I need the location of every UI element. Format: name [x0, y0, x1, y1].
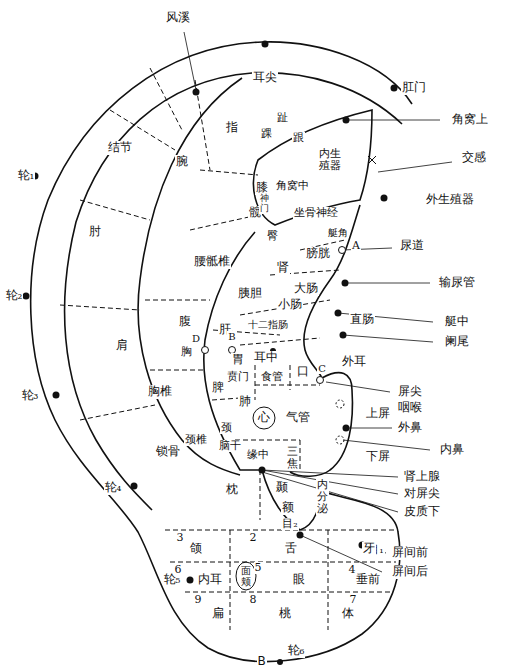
region-label: 腹: [178, 315, 192, 328]
region-label: 牙: [362, 542, 376, 555]
region-label: 7: [349, 594, 358, 606]
region-label: A: [351, 240, 361, 252]
region-label: 屏间前: [391, 546, 429, 559]
region-label: 肘: [88, 225, 102, 238]
region-label: 交感: [461, 151, 487, 164]
region-label: 食管: [260, 371, 284, 383]
region-label: 屏尖: [397, 385, 423, 398]
region-label: 下屏: [365, 450, 391, 463]
region-label: 外生殖器: [425, 193, 475, 206]
region-label: 趾: [276, 112, 289, 124]
region-label: 额: [281, 501, 295, 514]
region-label: 尿道: [399, 239, 425, 252]
region-label: 5: [254, 562, 263, 574]
region-label: 内耳: [197, 573, 223, 586]
region-label: 心: [257, 411, 271, 424]
region-label: D: [191, 333, 201, 344]
region-label: 6: [174, 564, 183, 576]
region-label: 眼: [292, 573, 306, 586]
region-label: 轮₄: [104, 481, 123, 494]
region-label: 舌: [284, 542, 298, 555]
region-label: 轮₃: [21, 389, 40, 402]
region-label: 3: [176, 532, 185, 544]
region-label: 轮₂: [5, 289, 24, 302]
region-label: 颈椎: [184, 434, 208, 446]
region-label: B: [227, 331, 236, 342]
region-label: 大肠: [293, 282, 319, 295]
region-label: 十二指肠: [247, 319, 289, 330]
region-label: 艇角: [327, 227, 349, 238]
region-label: 腕: [175, 155, 189, 168]
region-label: 咽喉: [397, 401, 423, 414]
region-label: 锁骨: [155, 445, 181, 458]
region-label: 体: [341, 607, 355, 620]
region-label: 桃: [278, 607, 292, 620]
region-label: 目₂: [281, 518, 298, 530]
region-label: 跟: [292, 132, 305, 144]
region-label: 轮₆: [287, 644, 306, 657]
region-label: 坐骨神经: [293, 207, 339, 219]
region-label: 垂前: [355, 573, 381, 586]
region-label: 小肠: [277, 298, 303, 311]
region-label: 贲门: [226, 371, 250, 383]
region-label: 上屏: [365, 407, 391, 420]
region-label: 扁: [211, 607, 225, 620]
region-label: 皮质下: [403, 505, 441, 518]
region-label: 外鼻: [397, 421, 423, 434]
region-label: 内生殖器: [318, 148, 342, 172]
region-label: 艇中: [444, 315, 470, 328]
region-label: 胃: [231, 353, 245, 366]
region-label: 对屏尖: [403, 487, 441, 500]
region-label: 轮₁: [17, 169, 36, 182]
region-label: 神门: [259, 194, 270, 214]
region-label: 肛门: [401, 81, 427, 94]
region-label: 三焦: [286, 446, 299, 470]
region-label: 胰胆: [237, 287, 263, 300]
region-label: 内鼻: [439, 443, 465, 456]
region-label: 颞: [275, 481, 289, 494]
region-label: 踝: [260, 128, 273, 140]
region-label: 结节: [107, 141, 133, 154]
region-label: 角窝中: [275, 180, 310, 192]
region-label: 颌: [189, 542, 203, 555]
region-label: 阑尾: [444, 335, 470, 348]
region-label: 肾: [276, 261, 290, 274]
region-label: 8: [249, 594, 258, 606]
region-label: 脑干: [218, 440, 242, 452]
region-label: 缘中: [246, 449, 270, 461]
region-label: 肺: [238, 395, 252, 408]
region-label: 风溪: [165, 11, 191, 24]
region-label: 2: [249, 532, 258, 544]
region-label: 脾: [211, 381, 225, 394]
region-label: 颈: [220, 422, 233, 434]
region-label: 肩: [115, 339, 129, 352]
region-label: 膝: [255, 181, 269, 194]
region-label: C: [317, 363, 327, 374]
region-label: 角窝上: [451, 113, 489, 126]
region-label: 输尿管: [438, 276, 476, 289]
region-label: 腰骶椎: [193, 255, 231, 268]
region-label: 肾上腺: [403, 470, 441, 483]
figure-caption: B: [257, 655, 267, 668]
region-label: 耳中: [253, 351, 279, 364]
region-label: 屏间后: [391, 565, 429, 578]
region-label: 气管: [285, 411, 311, 424]
region-label: 外耳: [341, 355, 367, 368]
region-label: 耳尖: [252, 71, 278, 84]
region-label: 内分泌: [316, 479, 329, 515]
region-label: 胸椎: [147, 385, 173, 398]
region-label: 膀胱: [305, 247, 331, 260]
region-label: 直肠: [349, 313, 375, 326]
region-label: 9: [194, 594, 203, 606]
region-label: 指: [225, 121, 239, 134]
region-label: 面颊: [240, 565, 252, 587]
region-label: 枕: [225, 483, 239, 496]
region-label: 口: [296, 365, 310, 378]
region-label: 胸: [180, 346, 193, 358]
region-label: 臀: [266, 230, 279, 242]
